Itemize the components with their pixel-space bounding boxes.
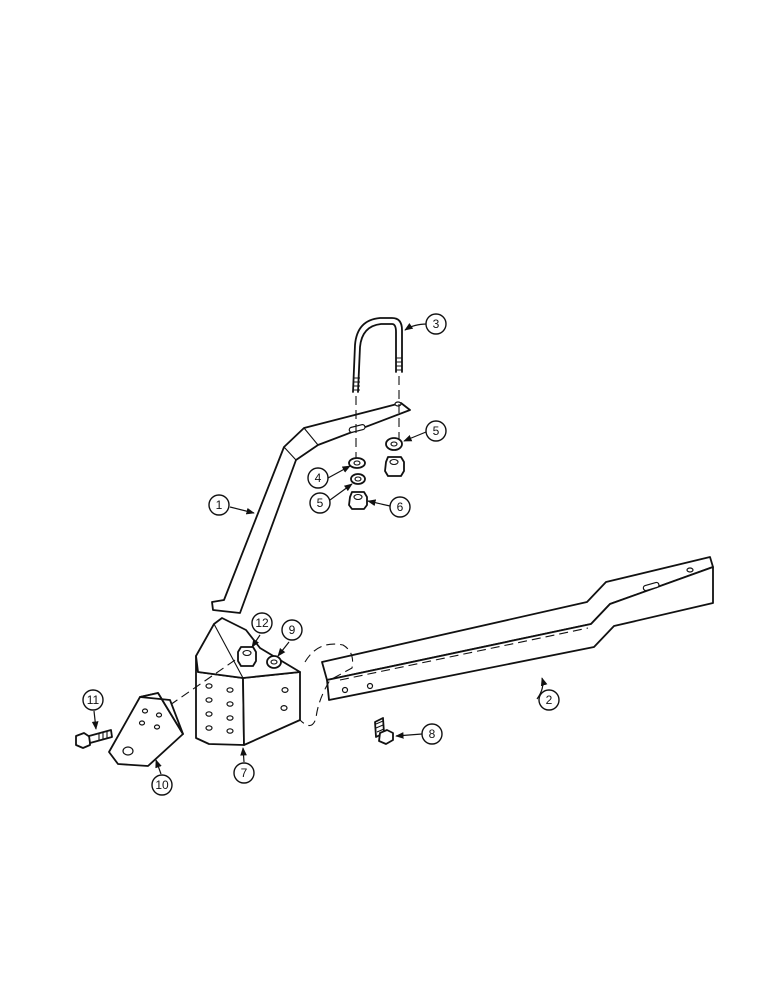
drawbar-tube <box>321 556 714 701</box>
svg-text:4: 4 <box>315 471 322 485</box>
svg-text:5: 5 <box>317 496 324 510</box>
callout-7: 7 <box>233 762 255 784</box>
svg-text:9: 9 <box>289 623 296 637</box>
callout-6: 6 <box>389 496 411 518</box>
callout-10: 10 <box>151 774 173 796</box>
svg-text:7: 7 <box>241 766 248 780</box>
callout-1: 1 <box>208 494 230 516</box>
leader-lines <box>91 323 548 775</box>
brace-arm <box>211 401 411 614</box>
svg-text:5: 5 <box>433 424 440 438</box>
svg-text:3: 3 <box>433 317 440 331</box>
svg-text:10: 10 <box>155 778 169 792</box>
callout-11: 11 <box>82 689 104 711</box>
callout-12: 12 <box>251 612 273 634</box>
svg-text:8: 8 <box>429 727 436 741</box>
callout-4: 4 <box>307 467 329 489</box>
fasteners-u-bolt <box>348 437 405 510</box>
tube-bolt <box>374 717 394 745</box>
svg-text:2: 2 <box>546 693 553 707</box>
svg-text:1: 1 <box>216 498 223 512</box>
svg-text:12: 12 <box>255 616 269 630</box>
callout-2: 2 <box>538 689 560 711</box>
u-bolt <box>352 317 403 462</box>
callout-9: 9 <box>281 619 303 641</box>
callout-8: 8 <box>421 723 443 745</box>
phantom-outline <box>299 643 354 727</box>
clevis-plate <box>108 692 184 767</box>
bracket-fasteners <box>169 646 282 706</box>
clevis-bolt <box>75 729 113 749</box>
svg-text:11: 11 <box>87 693 100 707</box>
callout-3: 3 <box>425 313 447 335</box>
callout-5-lower: 5 <box>309 492 331 514</box>
callout-5-upper: 5 <box>425 420 447 442</box>
svg-text:6: 6 <box>397 500 404 514</box>
